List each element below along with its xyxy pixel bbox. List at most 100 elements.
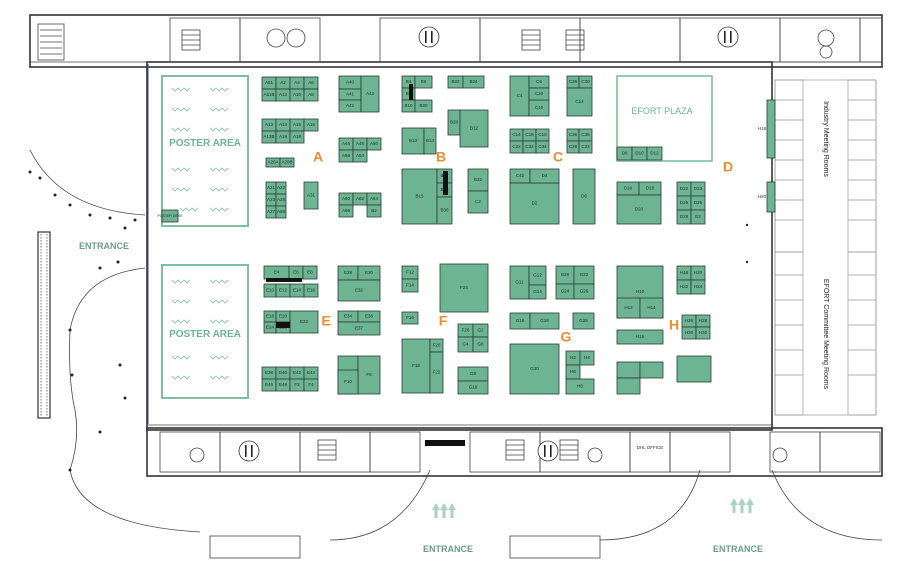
- booth-label: C36: [569, 132, 578, 137]
- booth[interactable]: [639, 361, 664, 379]
- booth-label: C18: [538, 132, 547, 137]
- booth-label: F20: [433, 343, 441, 348]
- booth-label: B32: [474, 177, 483, 182]
- dhl-office-label: DHL OFFICE: [637, 445, 664, 450]
- booth-label: B6: [421, 79, 427, 84]
- booth[interactable]: [401, 278, 419, 293]
- booth-label: G2: [477, 328, 484, 333]
- booth[interactable]: [566, 87, 593, 117]
- booth[interactable]: [572, 168, 596, 225]
- booth[interactable]: [690, 279, 706, 295]
- booth-label: G30: [530, 366, 539, 371]
- booth[interactable]: [616, 377, 641, 395]
- booth[interactable]: [303, 118, 319, 132]
- booth[interactable]: [509, 343, 560, 395]
- booth[interactable]: [439, 263, 489, 313]
- zone-label-g: G: [561, 329, 572, 345]
- entrance-label: ENTRANCE: [79, 241, 129, 251]
- booth[interactable]: [616, 361, 641, 379]
- booth[interactable]: [646, 146, 663, 161]
- booth[interactable]: [579, 350, 595, 366]
- booth[interactable]: [303, 283, 319, 298]
- booth[interactable]: [573, 283, 595, 300]
- booth[interactable]: [695, 326, 711, 340]
- booth[interactable]: [457, 380, 489, 395]
- booth[interactable]: [467, 190, 489, 214]
- booth[interactable]: [529, 312, 560, 330]
- booth[interactable]: [572, 312, 595, 330]
- booth[interactable]: [275, 205, 287, 219]
- committee-meeting-rooms-label: EFORT Committee Meeting Rooms: [822, 279, 829, 390]
- partition: [266, 278, 302, 282]
- booth-label: E38: [265, 370, 274, 375]
- booth[interactable]: [401, 168, 438, 225]
- partition: [443, 171, 448, 195]
- booth[interactable]: [289, 130, 305, 144]
- poster-desk-label: POSTER DESK: [158, 214, 184, 218]
- booth[interactable]: [414, 99, 433, 113]
- booth-label: F18: [412, 363, 420, 368]
- booth[interactable]: [401, 311, 419, 325]
- booth-label: A15: [293, 122, 302, 127]
- booth[interactable]: [360, 75, 380, 113]
- restaurant-icon: [717, 26, 739, 48]
- booth[interactable]: [429, 351, 444, 394]
- booth-label: A31: [307, 193, 316, 198]
- booth[interactable]: [303, 378, 319, 392]
- booth-label: D23: [694, 186, 703, 191]
- booth[interactable]: [509, 182, 560, 225]
- booth[interactable]: [279, 157, 295, 168]
- poster-desk: [161, 209, 179, 223]
- booth-label: D8: [622, 151, 628, 156]
- booth[interactable]: [528, 284, 547, 300]
- booth[interactable]: [766, 181, 776, 213]
- booth-label: A48: [356, 141, 365, 146]
- arrows-up-icon: [432, 498, 754, 518]
- booth[interactable]: [352, 149, 368, 163]
- booth[interactable]: [528, 87, 550, 101]
- booth[interactable]: [366, 204, 382, 218]
- booth-label: H32: [699, 330, 708, 335]
- booth-label: C30: [581, 79, 590, 84]
- booth-label: A54: [356, 153, 365, 158]
- booth-label: A13: [265, 122, 274, 127]
- booth[interactable]: [462, 75, 485, 89]
- zone-label-h: H: [669, 317, 679, 333]
- booth[interactable]: [414, 75, 433, 89]
- booth[interactable]: [423, 127, 437, 155]
- booth[interactable]: [366, 137, 382, 151]
- booth[interactable]: [535, 140, 550, 154]
- booth[interactable]: [302, 265, 318, 280]
- booth[interactable]: [690, 209, 706, 225]
- booth[interactable]: [529, 168, 560, 184]
- booth[interactable]: [337, 369, 359, 395]
- booth-label: B8: [406, 91, 412, 96]
- booth[interactable]: [401, 338, 431, 394]
- booth-label: A25: [277, 197, 286, 202]
- booth[interactable]: [436, 196, 453, 225]
- booth[interactable]: [337, 321, 381, 336]
- booth[interactable]: [459, 109, 489, 148]
- booth[interactable]: [766, 99, 776, 159]
- booth[interactable]: [578, 140, 593, 154]
- booth[interactable]: [338, 204, 354, 218]
- booth[interactable]: [303, 181, 319, 210]
- booth[interactable]: [565, 378, 595, 395]
- booth[interactable]: [337, 279, 381, 302]
- booth-label: E36: [365, 314, 374, 319]
- booth-label: G26: [580, 289, 589, 294]
- booth[interactable]: [616, 194, 662, 225]
- poster-area-top: POSTER AREA POSTER DESK: [158, 75, 249, 227]
- booth[interactable]: [639, 297, 664, 319]
- booth[interactable]: [616, 329, 664, 345]
- booth[interactable]: [472, 336, 489, 353]
- booth-label: G18: [540, 318, 549, 323]
- booth-label: E32: [355, 288, 364, 293]
- booth-label: E4: [274, 270, 280, 275]
- booth[interactable]: [676, 355, 712, 383]
- booth[interactable]: [303, 88, 319, 102]
- booth-label: A51: [265, 80, 274, 85]
- booth-label: C2: [475, 199, 481, 204]
- booth-label: E8: [307, 270, 313, 275]
- booth-label: A41: [346, 92, 355, 97]
